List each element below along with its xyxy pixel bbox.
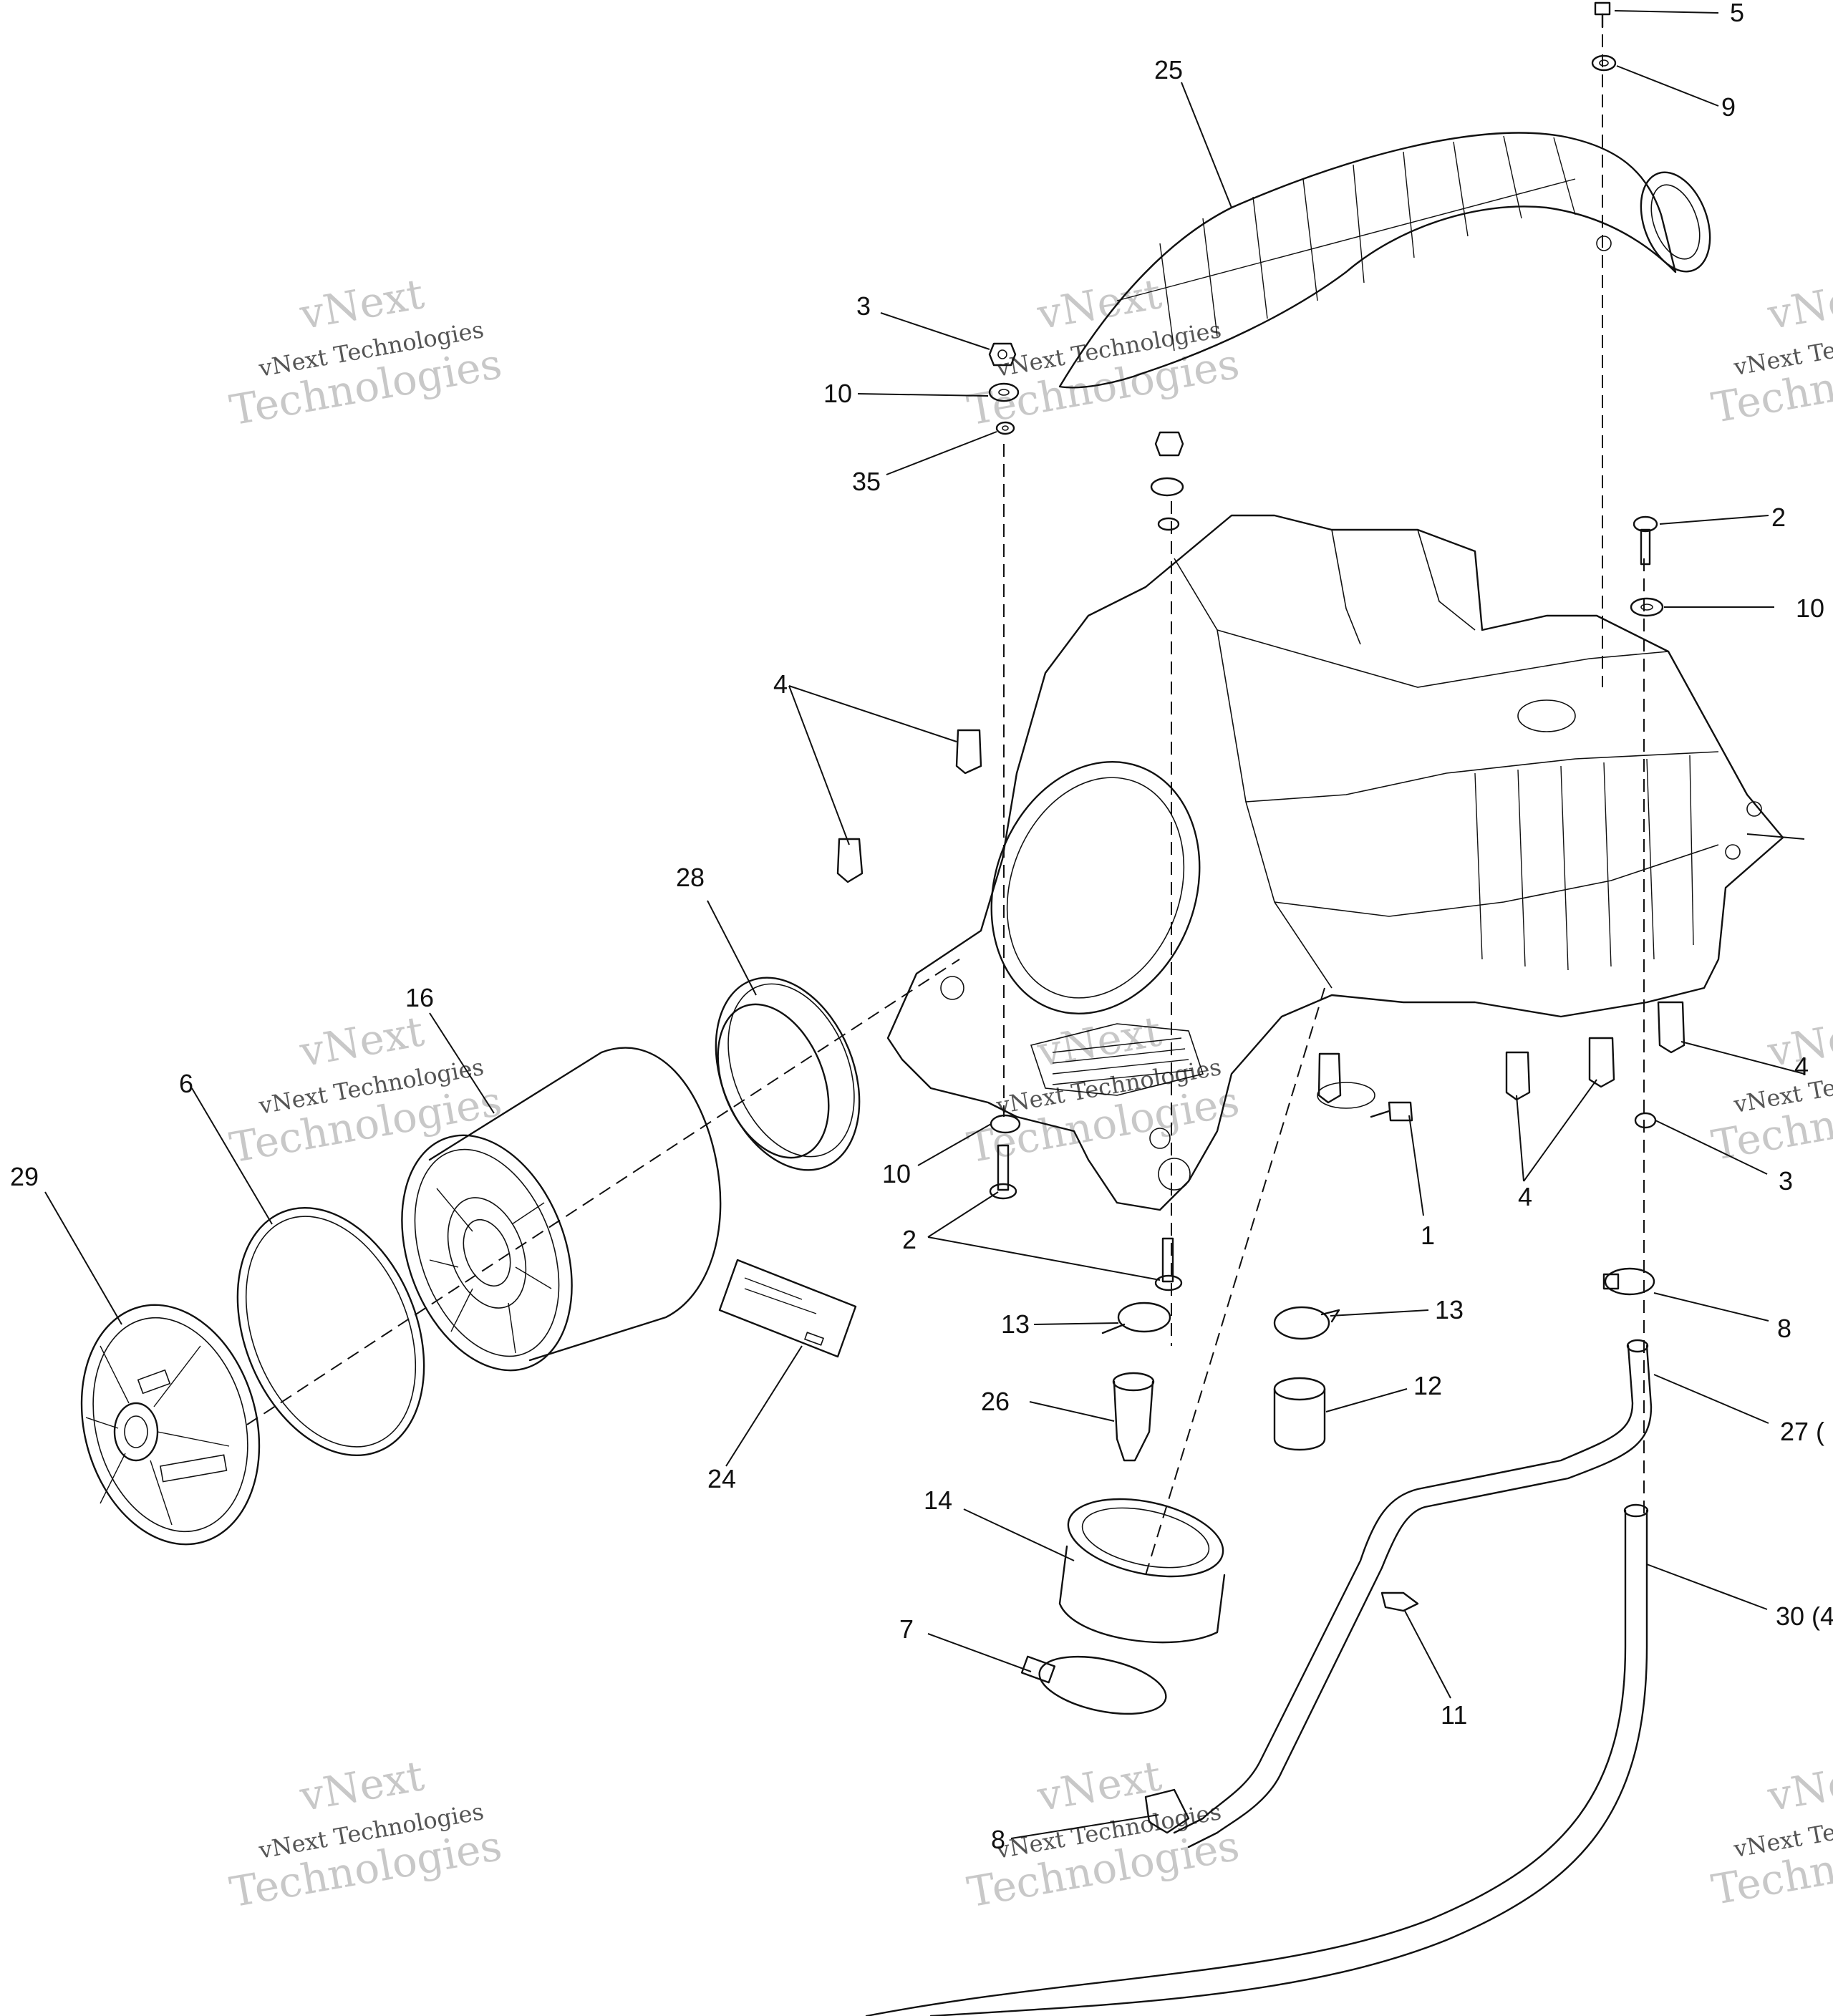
- callout-2-bottom: 2: [902, 1225, 916, 1254]
- callout-29: 29: [10, 1162, 39, 1191]
- callout-10-top: 10: [823, 379, 852, 408]
- assembly-axis-lines: [246, 14, 1645, 1576]
- callout-16: 16: [405, 983, 434, 1012]
- callout-13-right: 13: [1435, 1295, 1464, 1324]
- callout-13-left: 13: [1001, 1309, 1030, 1339]
- intake-duct-part: [1058, 132, 1711, 389]
- callout-5: 5: [1730, 0, 1744, 27]
- watermark-top-left: vNext vNext Technologies Technologies: [226, 269, 506, 435]
- watermark-top-center: vNext vNext Technologies Technologies: [964, 269, 1243, 435]
- callout-1: 1: [1421, 1221, 1435, 1250]
- watermark-top-right: vNext vNext Te Technolo: [1708, 269, 1833, 432]
- callout-3-right: 3: [1779, 1166, 1793, 1196]
- callout-4-left: 4: [773, 669, 788, 699]
- hardware-parts: [836, 1, 1686, 1834]
- callout-2-top: 2: [1771, 503, 1786, 532]
- callout-11: 11: [1441, 1700, 1467, 1730]
- watermark-mid-left: vNext vNext Technologies Technologies: [226, 1007, 506, 1172]
- callout-27: 27 (: [1780, 1417, 1824, 1446]
- callout-10-bottom: 10: [882, 1159, 911, 1188]
- callout-10-right: 10: [1796, 593, 1824, 623]
- callout-8-right: 8: [1777, 1314, 1791, 1343]
- watermark-bottom-left: vNext vNext Technologies Technologies: [226, 1751, 506, 1916]
- callout-26: 26: [981, 1387, 1010, 1416]
- svg-text:vNext: vNext: [1764, 1751, 1833, 1821]
- hose-30-part: [865, 1503, 1649, 2016]
- callout-12: 12: [1413, 1371, 1442, 1400]
- callout-6: 6: [179, 1069, 193, 1098]
- callout-25: 25: [1154, 55, 1183, 84]
- seal-ring-part: [715, 976, 861, 1171]
- air-filter-part: [401, 1047, 722, 1372]
- airbox-cover-part: [80, 1304, 261, 1546]
- hose-27-part: [1173, 1339, 1653, 1848]
- callout-28: 28: [676, 863, 705, 892]
- watermark-mid-center: vNext vNext Technologies Technologies: [964, 1007, 1243, 1172]
- leader-lines: [44, 10, 1805, 1839]
- label-decal-part: [718, 1259, 857, 1358]
- airbox-housing-part: [886, 514, 1784, 1211]
- callout-4-bottom: 4: [1518, 1182, 1532, 1211]
- callout-3-top: 3: [856, 291, 871, 321]
- callout-30: 30 (4: [1776, 1601, 1833, 1631]
- callout-35: 35: [852, 467, 881, 496]
- callout-9: 9: [1721, 92, 1736, 122]
- callout-24: 24: [707, 1464, 736, 1493]
- watermark-mid-right: vNext vNext Te Technolo: [1708, 1007, 1833, 1170]
- o-ring-part: [236, 1206, 425, 1457]
- callout-7: 7: [899, 1614, 914, 1644]
- watermark-bottom-right: vNext vNext Te Technolo: [1708, 1751, 1833, 1914]
- callout-4-right: 4: [1794, 1052, 1809, 1081]
- callout-labels: 5 9 25 3 10 35 2 10 4 28 16 6 29 10 2 1 …: [10, 0, 1833, 1854]
- callout-8-bottom: 8: [991, 1825, 1005, 1854]
- callout-14: 14: [924, 1486, 952, 1515]
- svg-text:vNext: vNext: [1764, 269, 1833, 339]
